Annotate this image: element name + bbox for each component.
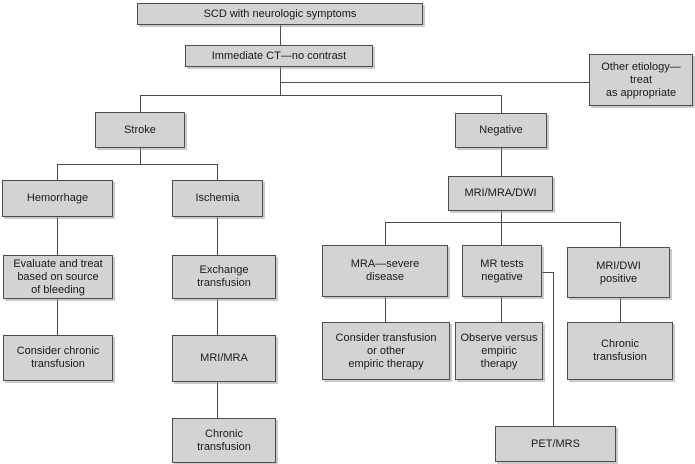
node-evaluate-and-treat: Evaluate and treat based on source of bl… [3, 255, 113, 299]
connector-mri-mra-dwi-down [501, 211, 502, 223]
connector-mri-dwi-to-chronic-right [620, 298, 621, 322]
node-mri-dwi-positive: MRI/DWI positive [567, 247, 670, 298]
node-ischemia: Ischemia [172, 180, 263, 217]
connector-branch-to-ischemia [217, 164, 218, 180]
connector-branch-hemorrhage-ischemia [57, 164, 218, 165]
connector-ct-to-other-etiology [280, 82, 589, 83]
node-scd-with-neurologic-symptoms: SCD with neurologic symptoms [137, 3, 423, 25]
connector-branch-stroke-negative [140, 95, 502, 96]
node-mr-tests-negative: MR tests negative [462, 245, 542, 297]
connector-ischemia-to-exchange [217, 217, 218, 255]
node-exchange-transfusion: Exchange transfusion [172, 255, 276, 299]
node-other-etiology: Other etiology— treat as appropriate [589, 54, 693, 106]
node-chronic-transfusion-right: Chronic transfusion [567, 322, 673, 380]
connector-mra-severe-to-consider-transfusion [385, 297, 386, 322]
node-consider-chronic-transfusion: Consider chronic transfusion [3, 335, 113, 381]
node-hemorrhage: Hemorrhage [2, 180, 113, 217]
connector-mri-mra-to-chronic-left [217, 382, 218, 418]
connector-negative-to-mri-mra-dwi [501, 148, 502, 176]
connector-exchange-to-mri-mra [217, 299, 218, 335]
connector-branch-to-negative [501, 95, 502, 113]
connector-branch-mr-results [385, 222, 621, 223]
node-mra-severe-disease: MRA—severe disease [322, 245, 448, 297]
connector-ct-down [280, 67, 281, 96]
node-pet-mrs: PET/MRS [495, 426, 616, 462]
connector-mr-tests-to-petmrs-vertical [553, 272, 554, 426]
node-consider-transfusion-empiric: Consider transfusion or other empiric th… [322, 322, 450, 380]
connector-hemorrhage-to-evaluate [57, 217, 58, 255]
connector-stroke-down [140, 148, 141, 165]
connector-mr-tests-to-observe [501, 297, 502, 322]
node-mri-mra: MRI/MRA [172, 335, 276, 382]
connector-branch-to-mra-severe [385, 222, 386, 245]
connector-branch-to-mri-dwi-positive [620, 222, 621, 247]
node-chronic-transfusion-left: Chronic transfusion [172, 418, 276, 463]
node-mri-mra-dwi: MRI/MRA/DWI [448, 176, 553, 211]
node-immediate-ct-no-contrast: Immediate CT—no contrast [185, 45, 373, 67]
connector-branch-to-stroke [140, 95, 141, 112]
node-negative: Negative [455, 113, 547, 148]
connector-branch-to-hemorrhage [57, 164, 58, 180]
connector-scd-to-ct [280, 25, 281, 45]
connector-branch-to-mr-tests-negative [501, 222, 502, 245]
node-stroke: Stroke [95, 112, 185, 148]
node-observe-versus-empiric: Observe versus empiric therapy [455, 322, 543, 380]
connector-evaluate-to-consider-chronic [57, 299, 58, 335]
connector-mr-tests-to-petmrs-horizontal [542, 272, 554, 273]
